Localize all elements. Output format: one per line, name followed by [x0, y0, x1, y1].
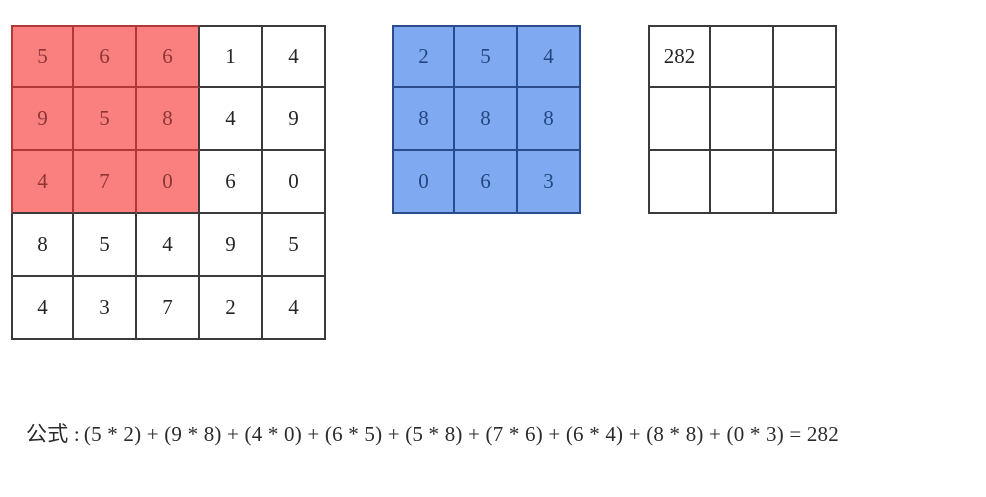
- formula-expression: (5 * 2) + (9 * 8) + (4 * 0) + (6 * 5) + …: [83, 422, 839, 446]
- input-cell-r3c1: 5: [74, 214, 137, 277]
- formula-label: 公式 :: [26, 422, 80, 446]
- input-cell-r2c3: 6: [200, 151, 263, 214]
- output-cell-r2c1: [711, 151, 774, 214]
- kernel-cell-r1c2: 8: [518, 88, 581, 151]
- output-cell-r0c1: [711, 25, 774, 88]
- input-cell-r3c4: 5: [263, 214, 326, 277]
- input-cell-r0c1: 6: [74, 25, 137, 88]
- input-cell-r3c2: 4: [137, 214, 200, 277]
- input-cell-r2c2: 0: [137, 151, 200, 214]
- kernel-cell-r0c0: 2: [392, 25, 455, 88]
- kernel-cell-r1c0: 8: [392, 88, 455, 151]
- input-cell-r4c4: 4: [263, 277, 326, 340]
- input-cell-r1c0: 9: [11, 88, 74, 151]
- input-cell-r4c1: 3: [74, 277, 137, 340]
- input-cell-r4c3: 2: [200, 277, 263, 340]
- kernel-cell-r2c0: 0: [392, 151, 455, 214]
- input-cell-r0c4: 4: [263, 25, 326, 88]
- output-cell-r1c1: [711, 88, 774, 151]
- input-cell-r2c1: 7: [74, 151, 137, 214]
- input-cell-r3c3: 9: [200, 214, 263, 277]
- output-matrix-grid: 282: [648, 25, 837, 214]
- output-cell-r0c0: 282: [648, 25, 711, 88]
- input-cell-r1c4: 9: [263, 88, 326, 151]
- input-cell-r0c3: 1: [200, 25, 263, 88]
- formula-line: 公式 :(5 * 2) + (9 * 8) + (4 * 0) + (6 * 5…: [26, 418, 839, 448]
- input-cell-r1c1: 5: [74, 88, 137, 151]
- input-cell-r2c4: 0: [263, 151, 326, 214]
- output-cell-r1c2: [774, 88, 837, 151]
- input-cell-r4c0: 4: [11, 277, 74, 340]
- input-cell-r0c2: 6: [137, 25, 200, 88]
- input-cell-r3c0: 8: [11, 214, 74, 277]
- input-cell-r1c3: 4: [200, 88, 263, 151]
- output-cell-r2c0: [648, 151, 711, 214]
- kernel-cell-r0c1: 5: [455, 25, 518, 88]
- kernel-cell-r0c2: 4: [518, 25, 581, 88]
- kernel-cell-r2c1: 6: [455, 151, 518, 214]
- input-cell-r4c2: 7: [137, 277, 200, 340]
- input-cell-r0c0: 5: [11, 25, 74, 88]
- output-cell-r2c2: [774, 151, 837, 214]
- output-cell-r0c2: [774, 25, 837, 88]
- kernel-cell-r2c2: 3: [518, 151, 581, 214]
- output-cell-r1c0: [648, 88, 711, 151]
- kernel-cell-r1c1: 8: [455, 88, 518, 151]
- input-cell-r1c2: 8: [137, 88, 200, 151]
- input-cell-r2c0: 4: [11, 151, 74, 214]
